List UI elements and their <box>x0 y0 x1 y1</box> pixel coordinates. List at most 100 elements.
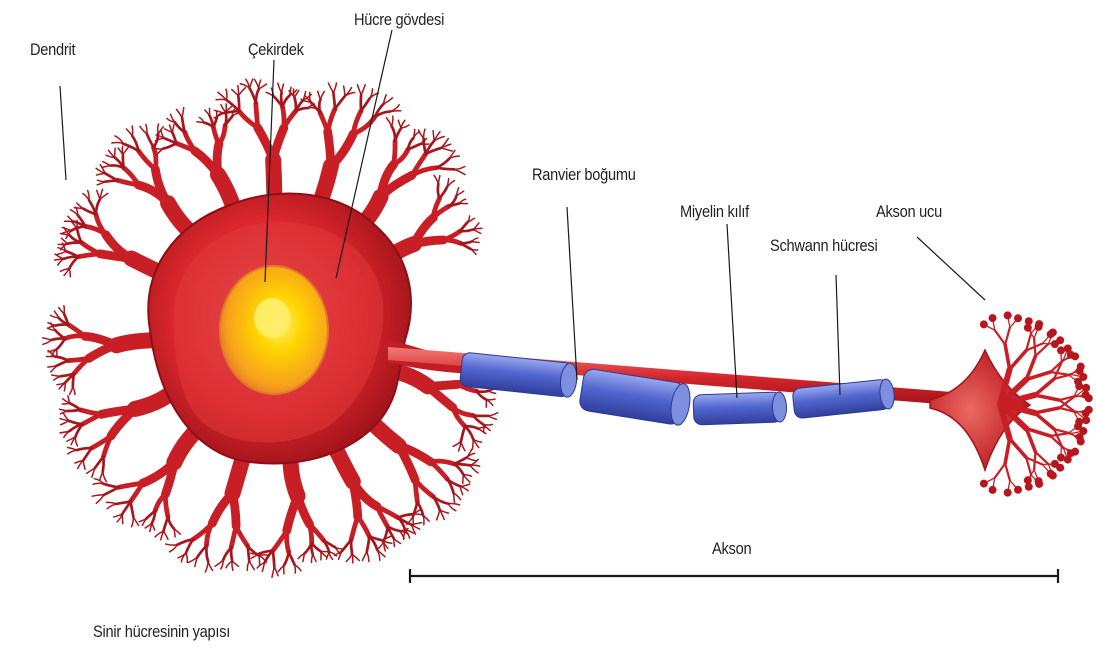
synaptic-knob <box>1082 391 1090 399</box>
dendrite-branch <box>70 268 71 277</box>
dendrite-branch <box>123 147 128 154</box>
dendrite-branch <box>231 526 236 547</box>
dendrite-branch <box>105 173 118 180</box>
dendrite-branch <box>463 475 464 484</box>
terminal-branch <box>1034 338 1035 356</box>
dendrite-branch <box>272 567 274 577</box>
dendrite-branch <box>69 387 72 395</box>
synaptic-knob <box>1047 470 1055 478</box>
dendrite-branch <box>423 515 424 524</box>
label-dendrite: Dendrit <box>30 40 75 60</box>
dendrite-branch <box>488 391 495 393</box>
dendrite-branch <box>176 109 182 117</box>
dendrite-branch <box>346 554 352 561</box>
dendrite-branch <box>133 517 138 526</box>
dendrite-branch <box>102 166 111 168</box>
dendrite-branch <box>107 504 116 509</box>
dendrite-branch <box>438 176 440 184</box>
dendrite-branch <box>58 244 67 245</box>
leader-dendrite <box>60 86 66 180</box>
dendrite-branch <box>361 85 365 95</box>
dendrite-branch <box>333 83 336 93</box>
dendrite-branch <box>231 547 232 561</box>
dendrite-branch <box>473 228 482 229</box>
synaptic-knob <box>1049 328 1057 336</box>
dendrite-branch <box>454 493 455 503</box>
dendrite-branch <box>219 125 225 144</box>
synaptic-knob <box>1051 460 1059 468</box>
dendrite-branch <box>461 441 465 450</box>
dendrite-branch <box>454 166 465 169</box>
dendrite-branch <box>61 421 69 425</box>
dendrite-branch <box>155 148 163 149</box>
terminal-branch <box>1050 372 1067 375</box>
dendrite-branch <box>353 482 358 517</box>
dendrite-branch <box>80 410 101 414</box>
dendrite-branch <box>69 421 82 424</box>
dendrite-branch <box>473 229 480 233</box>
dendrite-branch <box>57 339 65 350</box>
leader-schwann <box>836 275 840 395</box>
synaptic-knob <box>1067 351 1075 359</box>
synaptic-knob <box>1035 323 1043 331</box>
dendrite-branch <box>70 257 79 268</box>
synaptic-knob <box>1004 311 1012 319</box>
terminal-branch <box>1010 439 1027 458</box>
synaptic-knob <box>1024 324 1032 332</box>
dendrite-branch <box>319 100 320 113</box>
dendrite-branch <box>83 460 85 469</box>
dendrite-branch <box>386 118 391 127</box>
synaptic-knob <box>1014 314 1022 322</box>
dendrite-branch <box>103 484 119 488</box>
myelin-segment <box>693 392 787 425</box>
dendrite-branch <box>470 465 478 473</box>
dendrite-branch <box>436 168 454 170</box>
dendrite-branch <box>206 546 208 562</box>
synaptic-knob <box>1014 486 1022 494</box>
dendrite-branch <box>478 427 486 428</box>
terminal-branch <box>1035 395 1060 400</box>
dendrite-branch <box>326 552 329 559</box>
dendrite-branch <box>259 555 260 565</box>
dendrite-branch <box>43 338 52 340</box>
synaptic-knob <box>1057 346 1065 354</box>
dendrite-branch <box>310 92 311 102</box>
label-schwann-cell: Schwann hücresi <box>770 236 877 256</box>
dendrite-branch <box>170 545 178 552</box>
synaptic-knob <box>1035 480 1043 488</box>
dendrite-branch <box>472 242 479 243</box>
dendrite-branch <box>321 552 327 558</box>
dendrite-branch <box>208 562 212 571</box>
dendrite-branch <box>232 561 238 566</box>
dendrite-branch <box>126 129 132 136</box>
dendrite-branch <box>226 89 227 100</box>
dendrite-branch <box>282 96 289 107</box>
dendrite-branch <box>434 175 438 184</box>
dendrite-branch <box>68 448 77 451</box>
dendrite-branch <box>104 487 119 495</box>
dendrite-branch <box>393 538 394 547</box>
dendrite-branch <box>295 565 296 573</box>
dendrite-branch <box>59 409 67 411</box>
dendrite-branch <box>367 537 370 552</box>
terminal-branch <box>995 463 1005 477</box>
dendrite-branch <box>431 462 448 479</box>
dendrite-branch <box>362 552 366 561</box>
terminal-branch <box>1050 433 1067 436</box>
dendrite-branch <box>454 169 465 174</box>
dendrite-branch <box>320 91 324 99</box>
axon-length-bracket <box>410 569 1058 583</box>
dendrite-branch <box>56 361 68 366</box>
dendrite-branch <box>217 144 219 175</box>
terminal-branch <box>1005 439 1009 464</box>
dendrite-branch <box>168 517 174 529</box>
dendrite-branch <box>248 546 250 561</box>
dendrite-branch <box>259 84 267 89</box>
synaptic-knob <box>1082 384 1090 392</box>
dendrite-branch <box>282 84 284 92</box>
dendrite-branch <box>433 131 434 141</box>
dendrite-branch <box>103 162 111 166</box>
dendrite-branch <box>311 555 312 563</box>
caption: Sinir hücresinin yapısı <box>93 622 230 642</box>
dendrite-branch <box>43 340 51 344</box>
